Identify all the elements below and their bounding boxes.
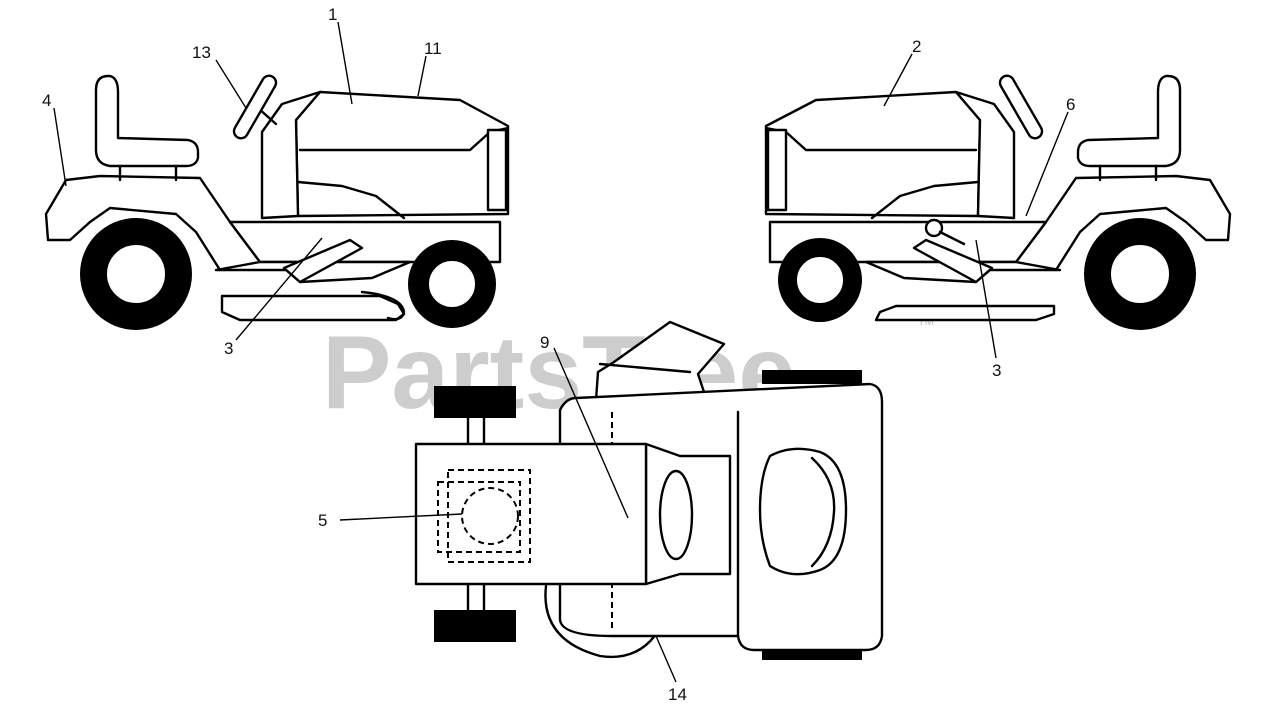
top-rear-tire-upper [762,370,862,384]
right-seat-post [1098,164,1158,182]
leader-11 [417,55,427,97]
callout-1: 1 [328,5,337,24]
left-seat-post [118,164,178,182]
right-pedal [912,238,994,284]
callout-4: 4 [42,91,51,110]
leader-4 [53,107,67,187]
top-decal-outline-outer [447,469,531,563]
top-seat [758,447,848,576]
right-rear-fender [1014,174,1232,272]
callout-3-left: 3 [224,339,233,358]
callout-13: 13 [192,43,211,62]
top-front-axle [466,416,486,612]
leader-3-right [975,239,997,359]
callout-6: 6 [1066,95,1075,114]
left-deck-belt [360,290,406,321]
right-grille [766,128,788,212]
left-mower-deck [220,294,406,322]
top-decal-circle [461,487,519,545]
leader-5 [339,513,463,521]
left-pedal [282,238,364,284]
top-seat-back [810,456,836,568]
tractor-top-view [414,320,884,660]
right-mower-deck [874,304,1056,322]
left-rear-fender [44,174,262,272]
leader-13 [215,59,247,109]
right-hood-side [870,180,980,220]
right-rear-hub [1109,243,1171,305]
right-seat [1076,74,1182,168]
leader-1 [337,21,353,105]
tractor-right-side-view [764,74,1232,330]
callout-3-right: 3 [992,361,1001,380]
right-dash [954,90,1016,220]
right-steering-wheel [998,74,1044,140]
left-grille [486,128,508,212]
right-front-hub [795,255,845,305]
callout-5: 5 [318,511,327,530]
left-front-hub [427,259,477,309]
top-chute-line [598,362,692,374]
top-front-tire-upper [434,386,516,418]
leader-14 [655,635,677,683]
top-steering-wheel [658,469,694,561]
callout-11: 11 [424,39,442,58]
leader-2 [883,53,913,107]
left-hood-side [296,180,406,220]
leader-9 [553,347,629,519]
callout-14: 14 [668,685,687,704]
right-hood [764,90,982,218]
callout-2: 2 [912,37,921,56]
right-lever [938,230,966,246]
left-hood [294,90,510,218]
leader-6 [1025,111,1069,217]
top-decal-outline-inner [437,481,521,553]
left-rear-hub [105,243,167,305]
callout-labels: 1 11 13 4 3 2 6 3 9 5 14 [42,5,1075,704]
left-steering-wheel [232,74,278,140]
leader-lines [53,21,1069,683]
leader-3-left [235,237,323,341]
callout-9: 9 [540,333,549,352]
left-seat [94,74,200,168]
top-front-tire-lower [434,610,516,642]
right-lever-knob [924,218,944,238]
